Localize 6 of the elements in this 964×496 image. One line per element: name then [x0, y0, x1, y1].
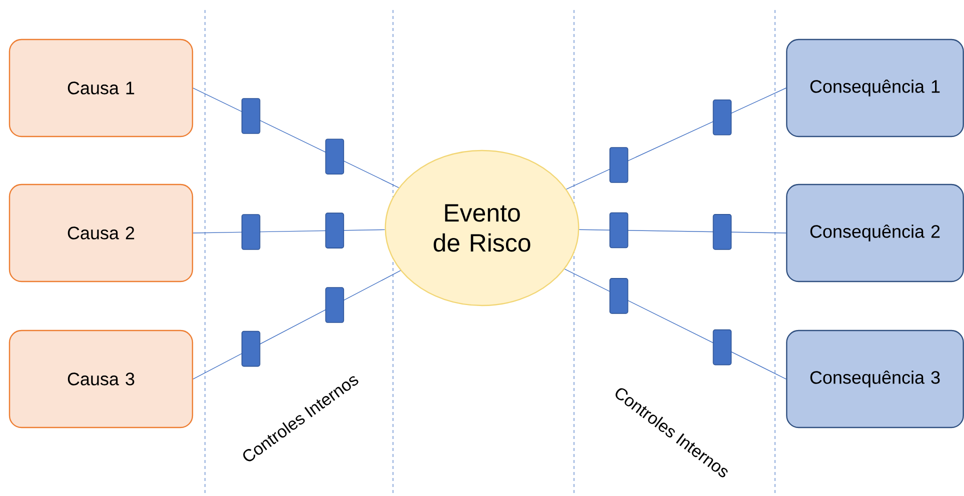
consequence-box: Consequência 2: [786, 184, 964, 282]
cause-box: Causa 1: [8, 38, 194, 138]
consequence-box: Consequência 3: [786, 330, 964, 428]
consequence-box: Consequência 1: [786, 38, 964, 138]
cause-box: Causa 3: [8, 330, 194, 428]
cause-box: Causa 2: [8, 184, 194, 282]
